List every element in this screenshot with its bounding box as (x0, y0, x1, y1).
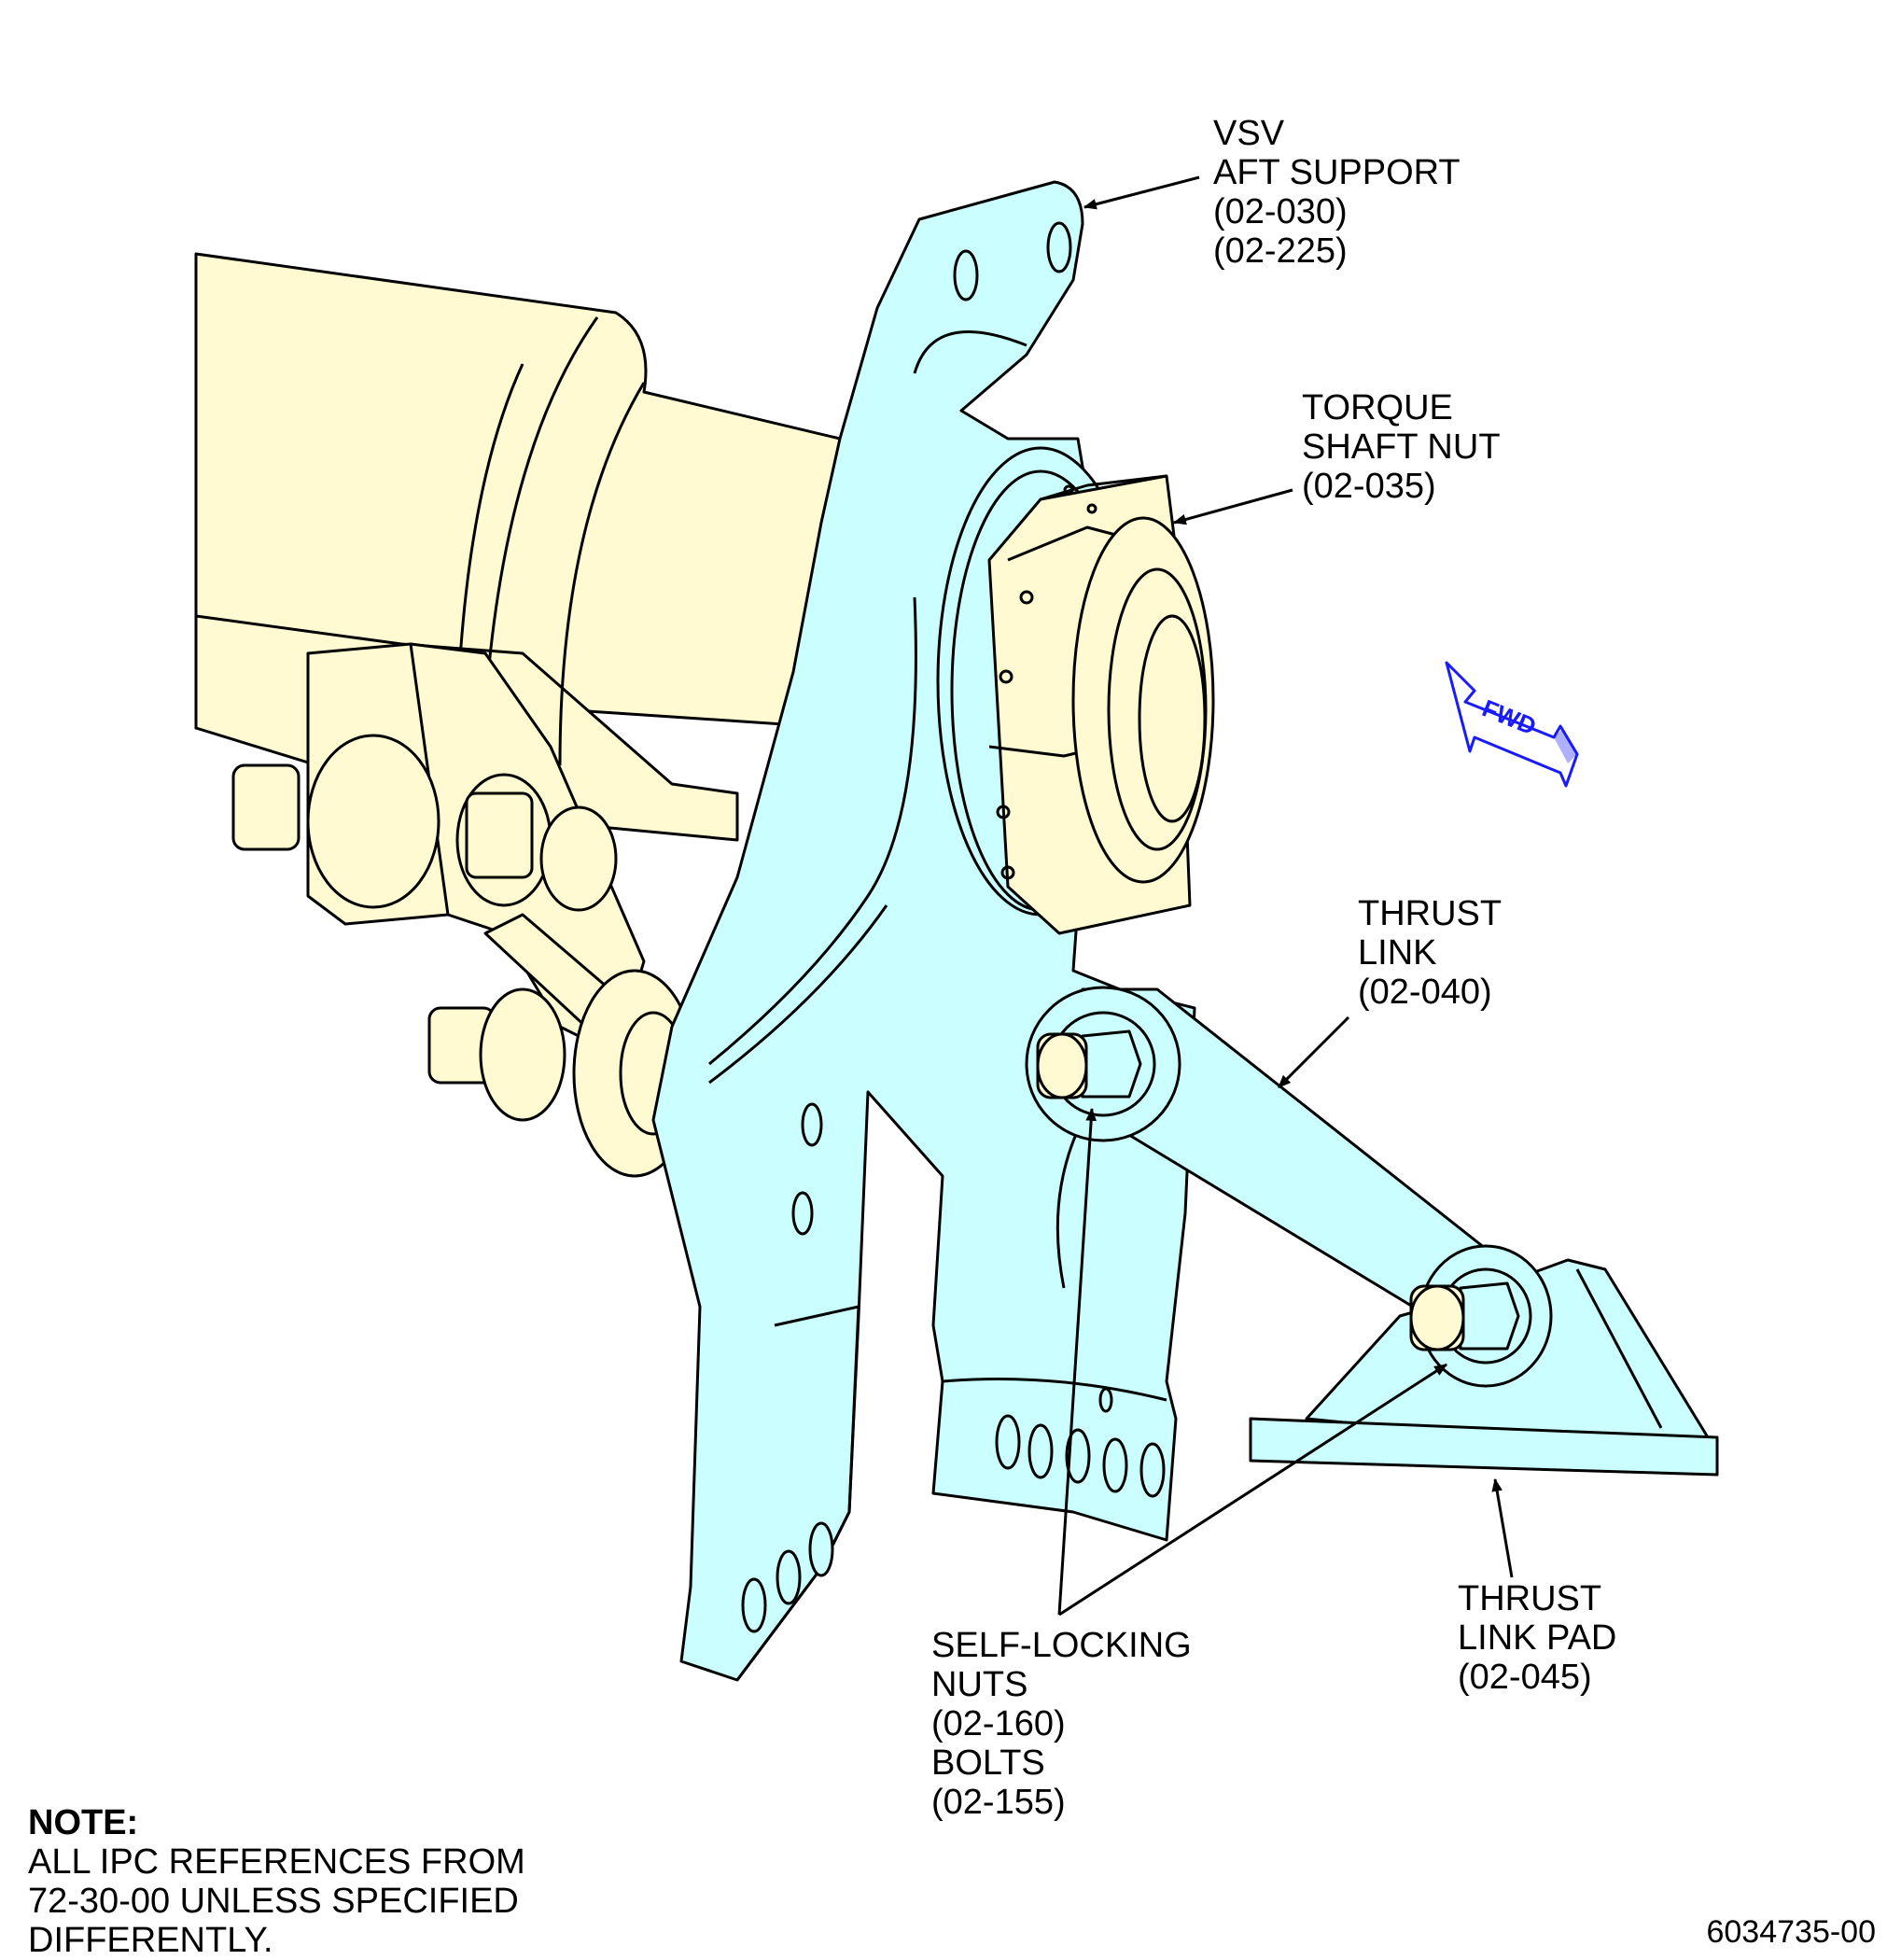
callout-line: (02-030) (1213, 192, 1348, 231)
callout-line: (02-225) (1213, 231, 1348, 271)
callout-line: (02-160) (931, 1704, 1066, 1743)
callout-line: LINK PAD (1458, 1618, 1617, 1658)
vsv-aft-support (651, 180, 1196, 1682)
callout-line: THRUST (1358, 894, 1503, 933)
callout-torque-shaft-nut: TORQUE SHAFT NUT (02-035) (1302, 388, 1501, 506)
callout-line: AFT SUPPORT (1213, 153, 1461, 192)
leader-thrust-link (1277, 1015, 1350, 1089)
self-locking-nut-lower (1409, 1281, 1520, 1351)
fwd-arrow-icon: FWD (1445, 661, 1579, 788)
callout-line: (02-045) (1458, 1658, 1592, 1697)
callout-line: NUTS (931, 1665, 1028, 1704)
leader-nut-lower (1058, 1363, 1447, 1617)
leader-vsv-aft-support (1083, 175, 1200, 210)
callout-line: BOLTS (931, 1743, 1045, 1783)
note-line: DIFFERENTLY. (28, 1921, 273, 1960)
self-locking-nut-upper (1036, 1029, 1142, 1099)
callout-line: (02-155) (931, 1783, 1066, 1822)
thrust-link-pad (1249, 1244, 1719, 1477)
torque-shaft-nut (936, 446, 1215, 935)
leader-nut-upper (1057, 1107, 1097, 1616)
callout-self-locking-nuts-bolts: SELF-LOCKING NUTS (02-160) BOLTS (02-155… (931, 1626, 1192, 1822)
note-block: NOTE: ALL IPC REFERENCES FROM 72-30-00 U… (28, 1803, 525, 1960)
note-line: 72-30-00 UNLESS SPECIFIED (28, 1882, 519, 1921)
callout-line: TORQUE (1302, 388, 1453, 427)
callout-line: VSV (1213, 114, 1285, 153)
callout-thrust-link-pad: THRUST LINK PAD (02-045) (1458, 1579, 1616, 1697)
drawing-number: 6034735-00 (1706, 1914, 1876, 1950)
callout-line: (02-040) (1358, 973, 1492, 1012)
note-heading: NOTE: (28, 1803, 139, 1842)
note-line: ALL IPC REFERENCES FROM (28, 1842, 525, 1882)
leader-lines (1057, 175, 1514, 1617)
callout-thrust-link: THRUST LINK (02-040) (1358, 894, 1502, 1012)
callout-line: (02-035) (1302, 467, 1436, 506)
callout-line: LINK (1358, 933, 1437, 973)
callout-vsv-aft-support: VSV AFT SUPPORT (02-030) (02-225) (1213, 114, 1461, 271)
leader-thrust-link-pad (1491, 1477, 1514, 1578)
callout-line: THRUST (1458, 1579, 1602, 1618)
leader-torque-shaft-nut (1172, 488, 1293, 525)
callout-line: SELF-LOCKING (931, 1626, 1192, 1665)
callout-line: SHAFT NUT (1302, 427, 1501, 467)
